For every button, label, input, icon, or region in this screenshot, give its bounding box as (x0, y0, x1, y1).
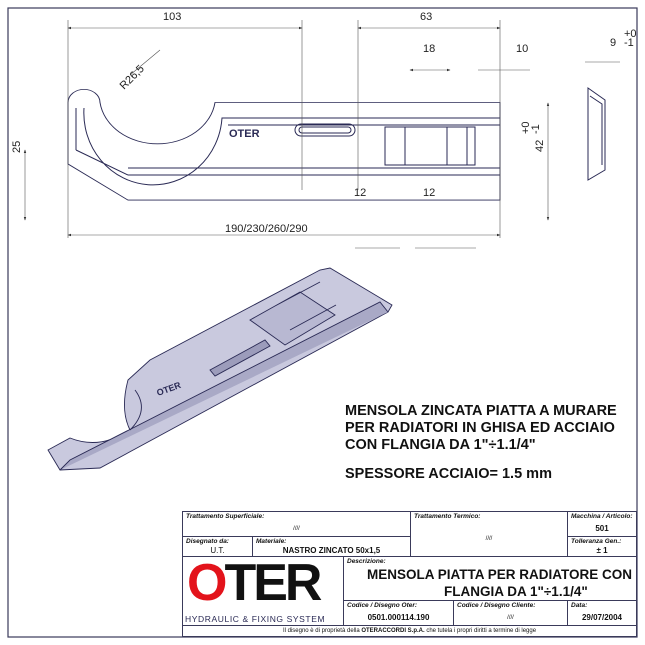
heat-treatment-label: Trattamento Termico: (414, 513, 481, 520)
dimension-lines (23, 20, 620, 249)
dim-42-tol-plus: +0 (520, 121, 532, 134)
heat-treatment-value: //// (485, 536, 493, 542)
logo-cell: OTER HYDRAULIC & FIXING SYSTEM (182, 554, 344, 626)
description-line-1: MENSOLA PIATTA PER RADIATORE CON (366, 567, 632, 582)
tolerance-cell: Tolleranza Gen.: ± 1 (567, 536, 637, 557)
note-line-3: CON FLANGIA DA 1"÷1.1/4" (345, 437, 536, 453)
dim-42: 42 (534, 140, 546, 152)
drawn-by-value: U.T. (210, 546, 225, 555)
note-line-2: PER RADIATORI IN GHISA ED ACCIAIO (345, 420, 615, 436)
side-view (587, 87, 606, 181)
surface-treatment-label: Trattamento Superficiale: (186, 513, 265, 520)
logo-tagline: HYDRAULIC & FIXING SYSTEM (185, 614, 326, 624)
note-thickness: SPESSORE ACCIAIO= 1.5 mm (345, 466, 552, 482)
dim-18: 18 (423, 43, 435, 55)
description-line-2: FLANGIA DA 1"÷1.1/4" (444, 584, 588, 599)
oter-logo: OTER (187, 554, 322, 612)
footer-company: OTERACCORDI S.p.A. (361, 628, 425, 634)
dim-9-tol-minus: -1 (624, 37, 634, 49)
note-line-1: MENSOLA ZINCATA PIATTA A MURARE (345, 403, 617, 419)
surface-treatment-value: //// (293, 526, 300, 532)
drawn-by-label: Disegnato da: (186, 538, 229, 545)
dim-103: 103 (163, 11, 181, 23)
dim-12-a: 12 (354, 187, 366, 199)
dim-63: 63 (420, 11, 432, 23)
material-label: Materiale: (256, 538, 287, 545)
description-cell: Descrizione: MENSOLA PIATTA PER RADIATOR… (343, 556, 637, 601)
client-code-cell: Codice / Disegno Cliente: //// (453, 600, 568, 626)
oter-code-value: 0501.000114.190 (367, 613, 430, 622)
date-value: 29/07/2004 (581, 613, 623, 622)
heat-treatment-cell: Trattamento Termico: //// (410, 511, 568, 557)
client-code-value: //// (507, 615, 514, 621)
description-label: Descrizione: (347, 558, 386, 565)
footer-post: che tutela i propri diritti a termine di… (424, 628, 537, 634)
article-cell: Macchina / Articolo: 501 (567, 511, 637, 537)
tolerance-label: Tolleranza Gen.: (571, 538, 622, 545)
dim-length: 190/230/260/290 (225, 223, 308, 235)
top-view (67, 89, 501, 201)
surface-treatment-cell: Trattamento Superficiale: //// (182, 511, 411, 537)
dim-10: 10 (516, 43, 528, 55)
oter-code-cell: Codice / Disegno Oter: 0501.000114.190 (343, 600, 454, 626)
dim-42-tol-minus: -1 (530, 124, 542, 134)
tolerance-value: ± 1 (596, 546, 608, 555)
article-label: Macchina / Articolo: (571, 513, 633, 520)
drawing-frame (7, 7, 638, 638)
client-code-label: Codice / Disegno Cliente: (457, 602, 536, 609)
dim-9: 9 (610, 37, 616, 49)
isometric-view (47, 267, 393, 471)
embossed-logo: OTER (229, 128, 260, 140)
date-label: Data: (571, 602, 588, 609)
footer-cell: Il disegno è di proprietà della OTERACCO… (182, 625, 637, 637)
article-value: 501 (595, 524, 609, 533)
dim-25: 25 (11, 141, 23, 153)
dim-r26-5: R26,5 (118, 63, 147, 92)
material-value: NASTRO ZINCATO 50x1,5 (282, 546, 381, 555)
date-cell: Data: 29/07/2004 (567, 600, 637, 626)
footer-pre: Il disegno è di proprietà della (282, 628, 362, 634)
dim-12-b: 12 (423, 187, 435, 199)
oter-code-label: Codice / Disegno Oter: (347, 602, 418, 609)
dim-9-tol-plus: +0 (624, 28, 637, 40)
